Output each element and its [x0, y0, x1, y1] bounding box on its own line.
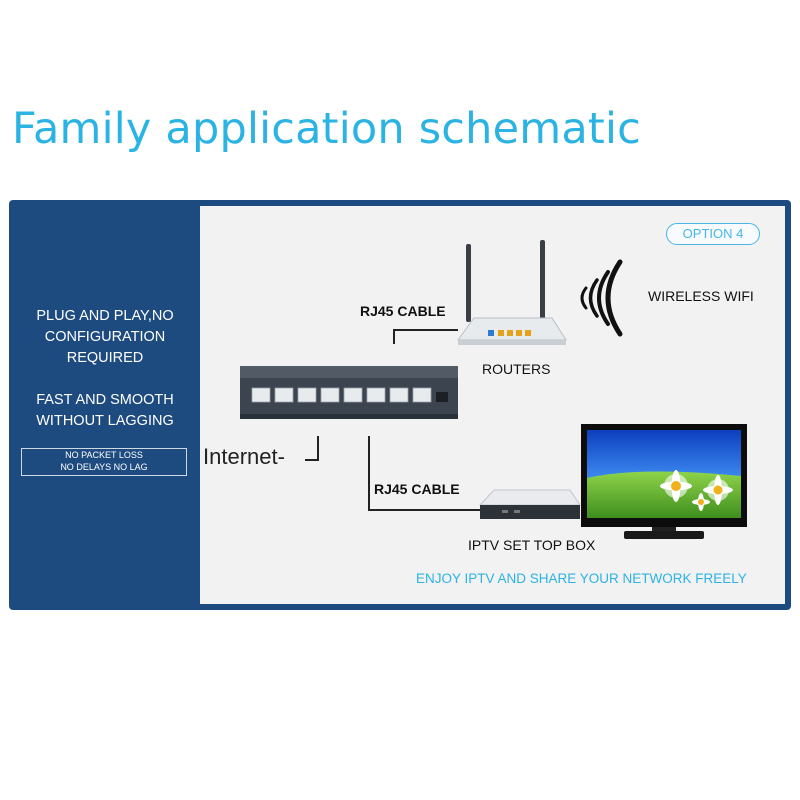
iptv-set-top-box-icon: [478, 489, 581, 519]
sidebar-box-line: NO DELAYS NO LAG: [60, 462, 148, 472]
sidebar-heading-line: WITHOUT LAGGING: [36, 413, 174, 429]
wireless-wifi-icon: [580, 259, 623, 337]
sidebar-heading-line: CONFIGURATION REQUIRED: [44, 329, 166, 366]
network-switch-icon: [240, 366, 458, 419]
footer-tagline: ENJOY IPTV AND SHARE YOUR NETWORK FREELY: [416, 571, 747, 586]
wireless-wifi-label: WIRELESS WIFI: [648, 288, 754, 304]
sidebar-box-line: NO PACKET LOSS: [65, 450, 143, 460]
rj45-cable-bottom-label: RJ45 CABLE: [374, 481, 460, 497]
router-label: ROUTERS: [482, 361, 551, 377]
page-title: Family application schematic: [12, 104, 641, 154]
sidebar-heading-fast-smooth: FAST AND SMOOTH WITHOUT LAGGING: [10, 390, 200, 432]
rj45-cable-top-label: RJ45 CABLE: [360, 303, 446, 319]
sidebar-feature-box: NO PACKET LOSS NO DELAYS NO LAG: [21, 448, 187, 476]
iptv-set-top-box-label: IPTV SET TOP BOX: [468, 537, 596, 553]
rj45-cable-bottom: [368, 436, 480, 511]
internet-label: Internet-: [203, 444, 285, 469]
sidebar-heading-line: FAST AND SMOOTH: [36, 392, 174, 408]
sidebar-heading-plug-and-play: PLUG AND PLAY,NO CONFIGURATION REQUIRED: [10, 306, 200, 369]
television-icon: [581, 424, 747, 539]
rj45-cable-top: [393, 329, 458, 344]
sidebar-heading-line: PLUG AND PLAY,NO: [36, 308, 174, 324]
internet-cable: [305, 436, 319, 461]
option-badge: OPTION 4: [666, 223, 760, 245]
router-icon: [457, 240, 567, 345]
